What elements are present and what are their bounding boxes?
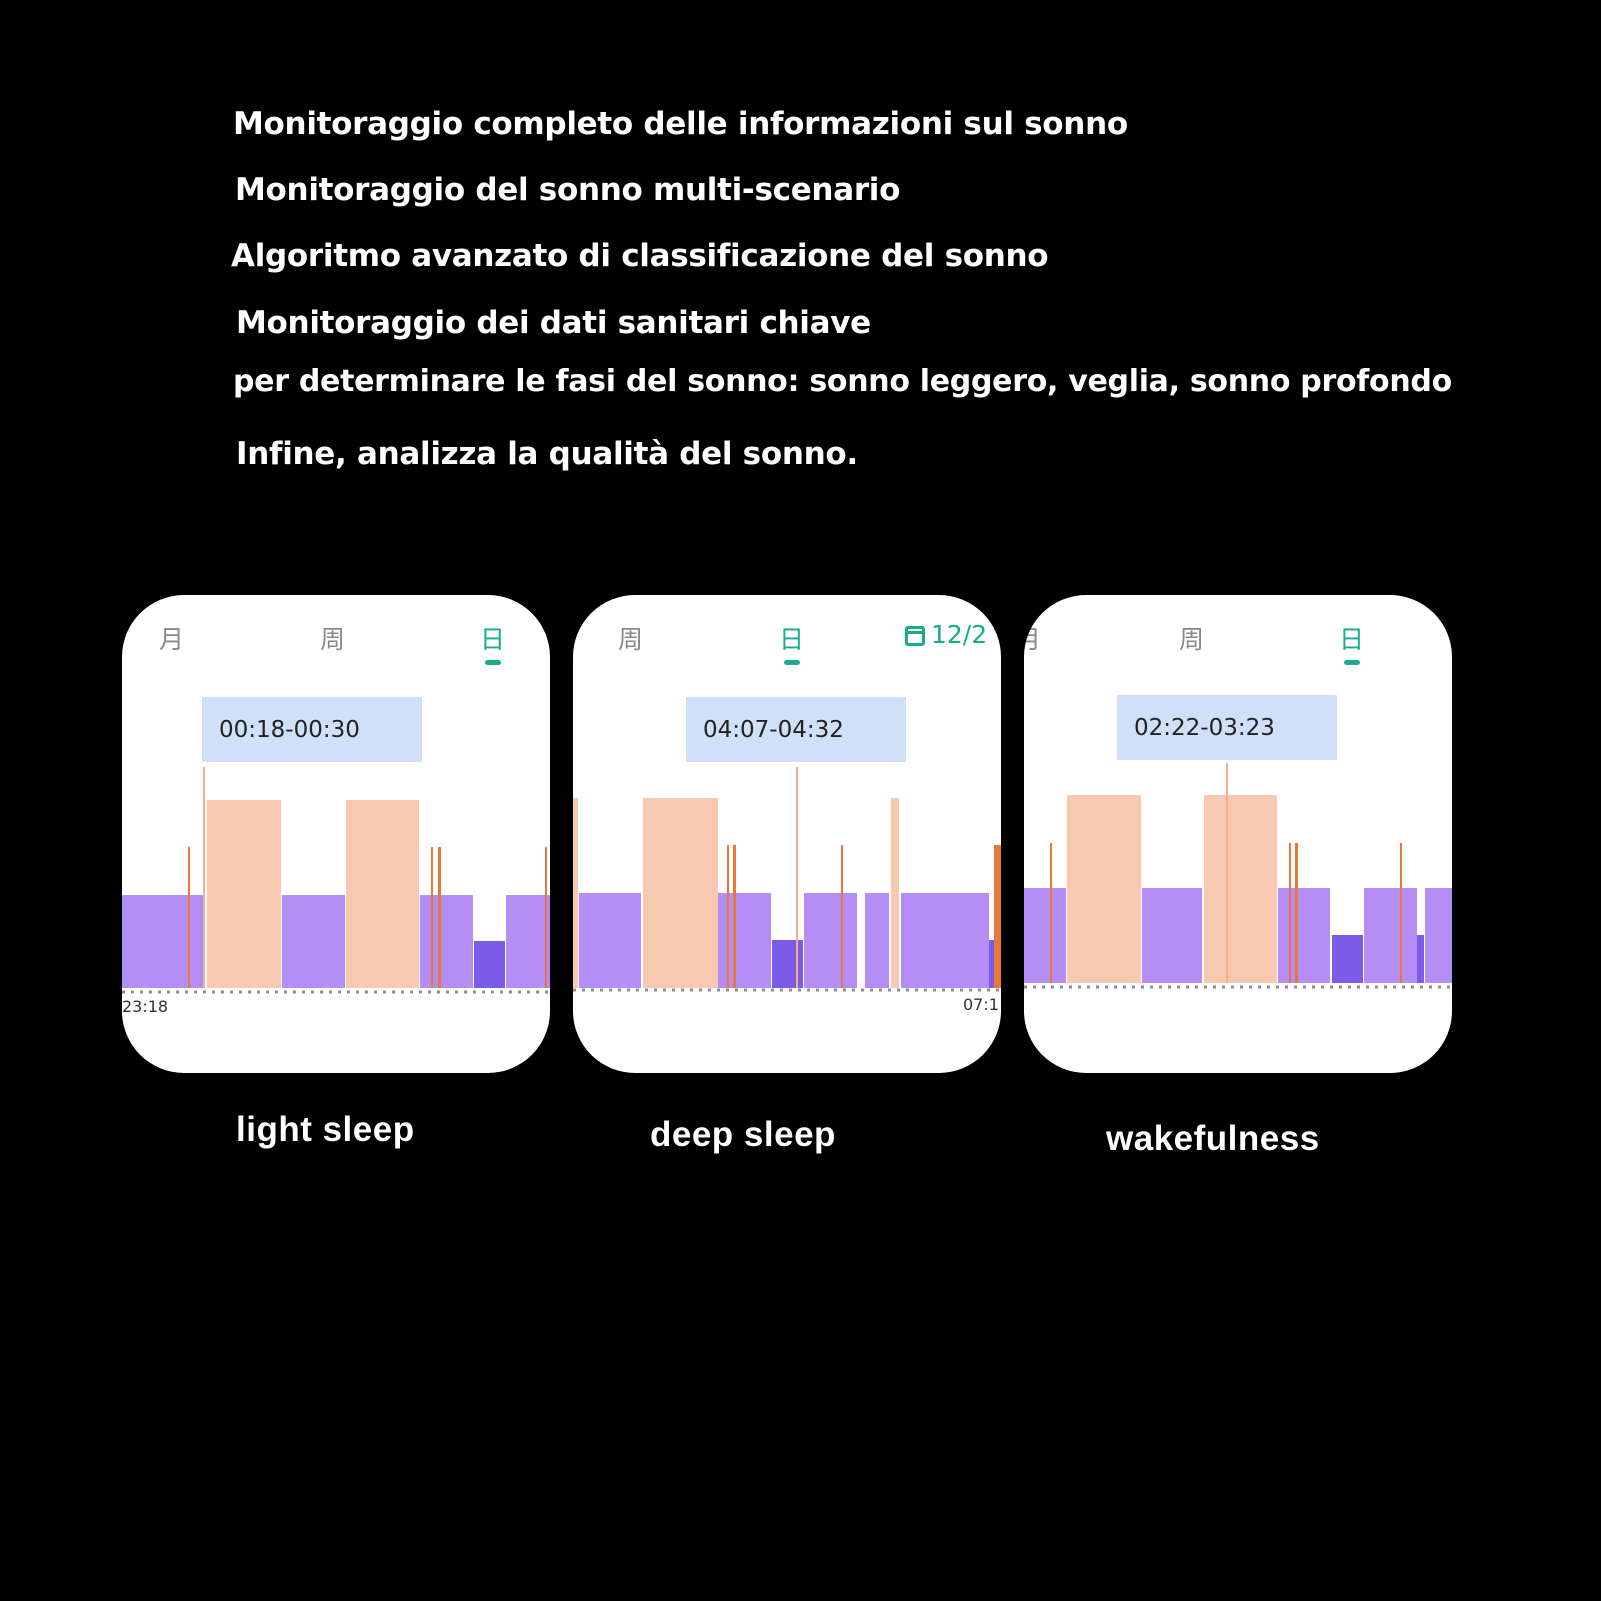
light-sleep-bar: [122, 895, 205, 988]
date-label: 12/2: [931, 620, 988, 649]
light-sleep-bar: [1278, 888, 1330, 983]
watch-screen-wakefulness: 月 周 日 02:22-03:23: [1024, 595, 1452, 1073]
sleep-stage-chart: [573, 767, 1001, 992]
tab-week[interactable]: 周: [618, 625, 644, 654]
deep-sleep-bar: [989, 940, 996, 988]
light-sleep-bar: [1142, 888, 1202, 983]
light-sleep-bar: [718, 893, 771, 988]
wake-marker: [1226, 763, 1228, 983]
deep-sleep-bar: [1332, 935, 1363, 983]
wake-marker: [431, 847, 433, 988]
headline-2: Monitoraggio del sonno multi-scenario: [235, 172, 901, 208]
awake-bar: [1204, 795, 1277, 983]
headline-3: Algoritmo avanzato di classificazione de…: [231, 238, 1049, 274]
wake-marker: [1050, 843, 1052, 983]
watch-screen-light-sleep: 月 周 日 00:18-00:30 23:18: [122, 595, 550, 1073]
light-sleep-bar: [1024, 888, 1066, 983]
light-sleep-bar: [1425, 888, 1452, 983]
headline-4: Monitoraggio dei dati sanitari chiave: [236, 305, 871, 341]
headline-5: per determinare le fasi del sonno: sonno…: [233, 364, 1452, 399]
wake-marker: [203, 767, 205, 988]
light-sleep-bar: [804, 893, 857, 988]
awake-bar: [891, 798, 899, 988]
light-sleep-bar: [506, 895, 550, 988]
deep-sleep-bar: [474, 941, 505, 988]
selected-range-tooltip: 02:22-03:23: [1117, 695, 1337, 760]
light-sleep-bar: [420, 895, 473, 988]
wake-marker: [1400, 843, 1402, 983]
tab-week[interactable]: 周: [1179, 625, 1205, 654]
caption-light-sleep: light sleep: [236, 1110, 415, 1149]
tab-day[interactable]: 日: [1339, 625, 1365, 654]
tab-week[interactable]: 周: [320, 625, 346, 654]
headline-1: Monitoraggio completo delle informazioni…: [233, 106, 1128, 142]
wake-marker: [994, 845, 1001, 988]
wake-marker: [438, 847, 441, 988]
awake-bar: [573, 798, 578, 988]
wake-marker: [1289, 843, 1291, 983]
watch-screen-deep-sleep: 周 日 12/2 04:07-04:32 07:1: [573, 595, 1001, 1073]
tab-day[interactable]: 日: [480, 625, 506, 654]
wake-marker: [545, 847, 547, 988]
caption-deep-sleep: deep sleep: [650, 1115, 836, 1154]
wake-marker: [796, 767, 798, 988]
active-tab-indicator: [485, 660, 501, 665]
end-time-label: 07:1: [963, 995, 999, 1014]
wake-marker: [188, 847, 190, 988]
light-sleep-bar: [1364, 888, 1417, 983]
awake-bar: [1067, 795, 1141, 983]
awake-bar: [643, 798, 718, 988]
headline-6: Infine, analizza la qualità del sonno.: [236, 436, 858, 472]
light-sleep-bar: [282, 895, 345, 988]
sleep-stage-chart: [1024, 763, 1452, 989]
selected-range-tooltip: 04:07-04:32: [686, 697, 906, 762]
active-tab-indicator: [784, 660, 800, 665]
wake-marker: [733, 845, 736, 988]
tab-month[interactable]: 月: [1024, 625, 1042, 654]
deep-sleep-bar: [1417, 935, 1424, 983]
calendar-icon: [905, 625, 925, 646]
wake-marker: [841, 845, 843, 988]
date-selector[interactable]: 12/2: [905, 620, 987, 649]
active-tab-indicator: [1344, 660, 1360, 665]
light-sleep-bar: [865, 893, 889, 988]
tab-month[interactable]: 月: [159, 625, 185, 654]
awake-bar: [346, 800, 419, 988]
tab-day[interactable]: 日: [779, 625, 805, 654]
light-sleep-bar: [579, 893, 641, 988]
light-sleep-bar: [901, 893, 989, 988]
wake-marker: [727, 845, 729, 988]
awake-bar: [207, 800, 281, 988]
sleep-stage-chart: [122, 767, 550, 994]
wake-marker: [1295, 843, 1298, 983]
start-time-label: 23:18: [122, 997, 169, 1016]
deep-sleep-bar: [772, 940, 803, 988]
caption-wakefulness: wakefulness: [1106, 1119, 1320, 1158]
selected-range-tooltip: 00:18-00:30: [202, 697, 422, 762]
